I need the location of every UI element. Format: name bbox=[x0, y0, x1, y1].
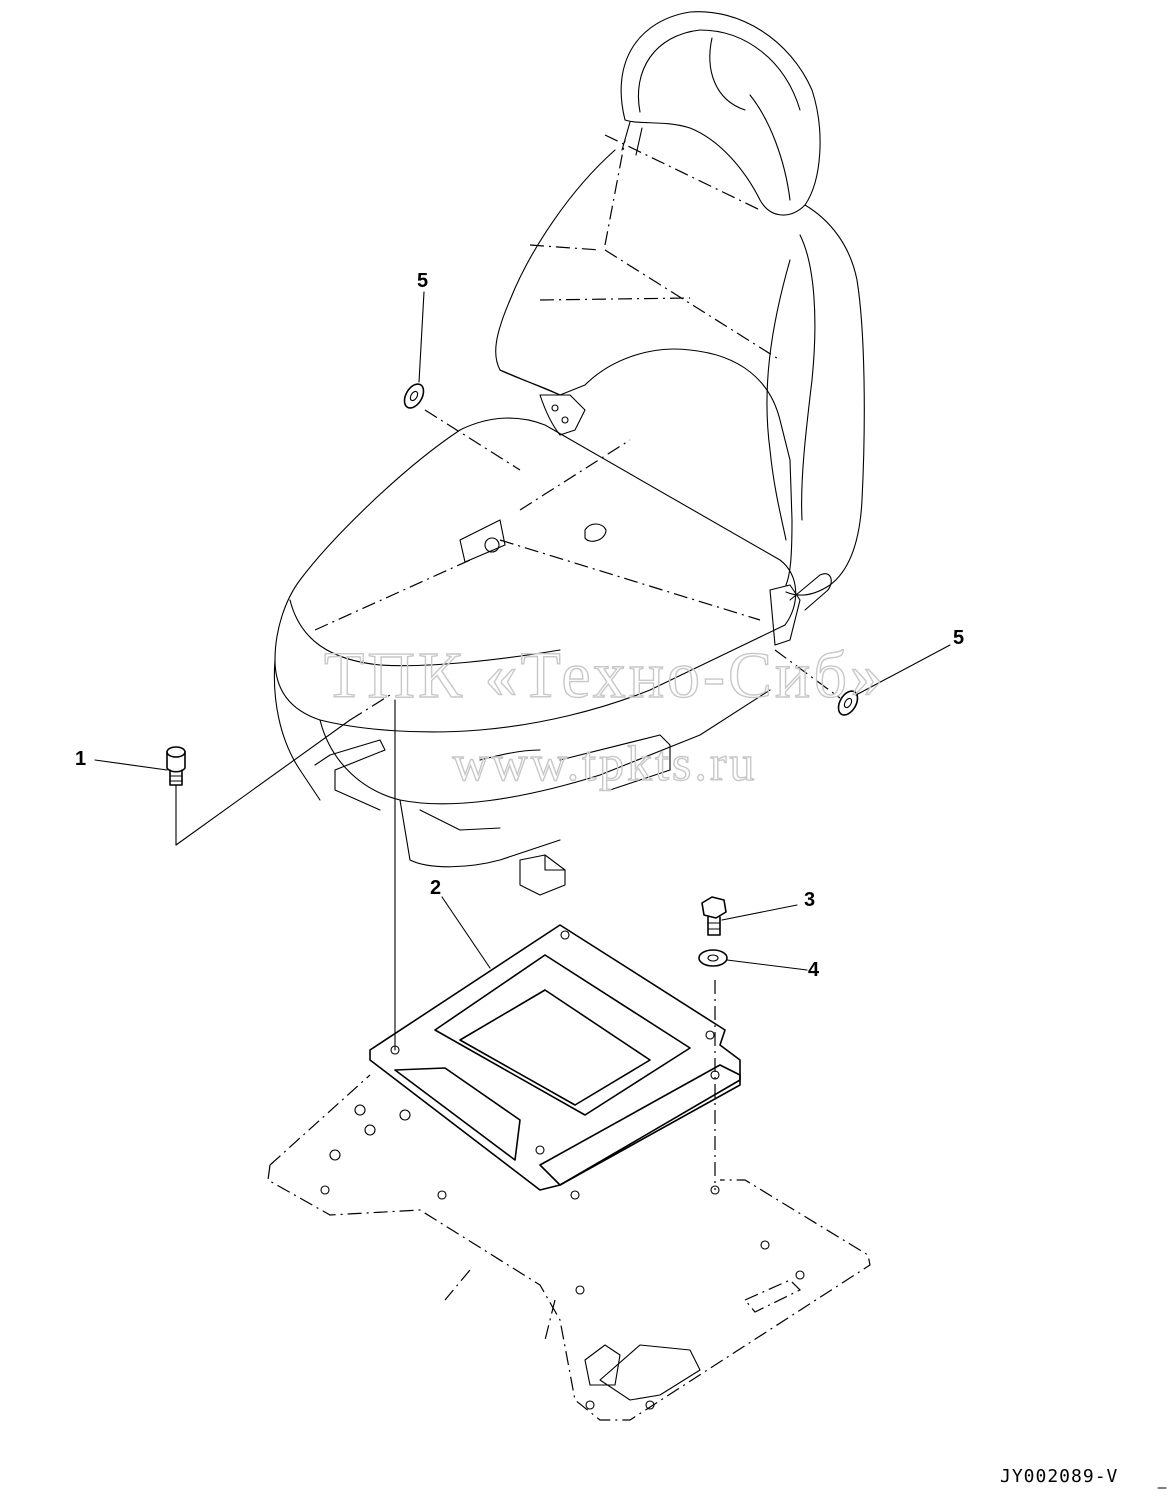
leader-lines bbox=[94, 291, 951, 971]
callout-3: 3 bbox=[804, 889, 815, 911]
hex-bolt-part-3 bbox=[701, 896, 727, 936]
callout-4: 4 bbox=[808, 959, 820, 981]
washer-part-5-top bbox=[403, 383, 425, 409]
washer-part-5-right bbox=[837, 690, 859, 716]
assembly-lines bbox=[175, 409, 841, 1190]
callout-5-right: 5 bbox=[953, 627, 964, 649]
callout-5-top: 5 bbox=[417, 270, 428, 292]
watermark-website: www.tpkts.ru bbox=[453, 735, 758, 791]
watermark-company: ТПК «Техно-Сиб» bbox=[324, 639, 886, 712]
callout-1: 1 bbox=[75, 748, 86, 770]
callout-2: 2 bbox=[430, 877, 441, 899]
mounting-bracket bbox=[369, 924, 741, 1200]
drawing-code: JY002089-V bbox=[1000, 1466, 1118, 1487]
seat-drawing bbox=[273, 11, 865, 896]
bolt-part-1 bbox=[166, 746, 186, 786]
washer-part-4 bbox=[698, 949, 728, 967]
floor-plate bbox=[267, 1074, 871, 1421]
